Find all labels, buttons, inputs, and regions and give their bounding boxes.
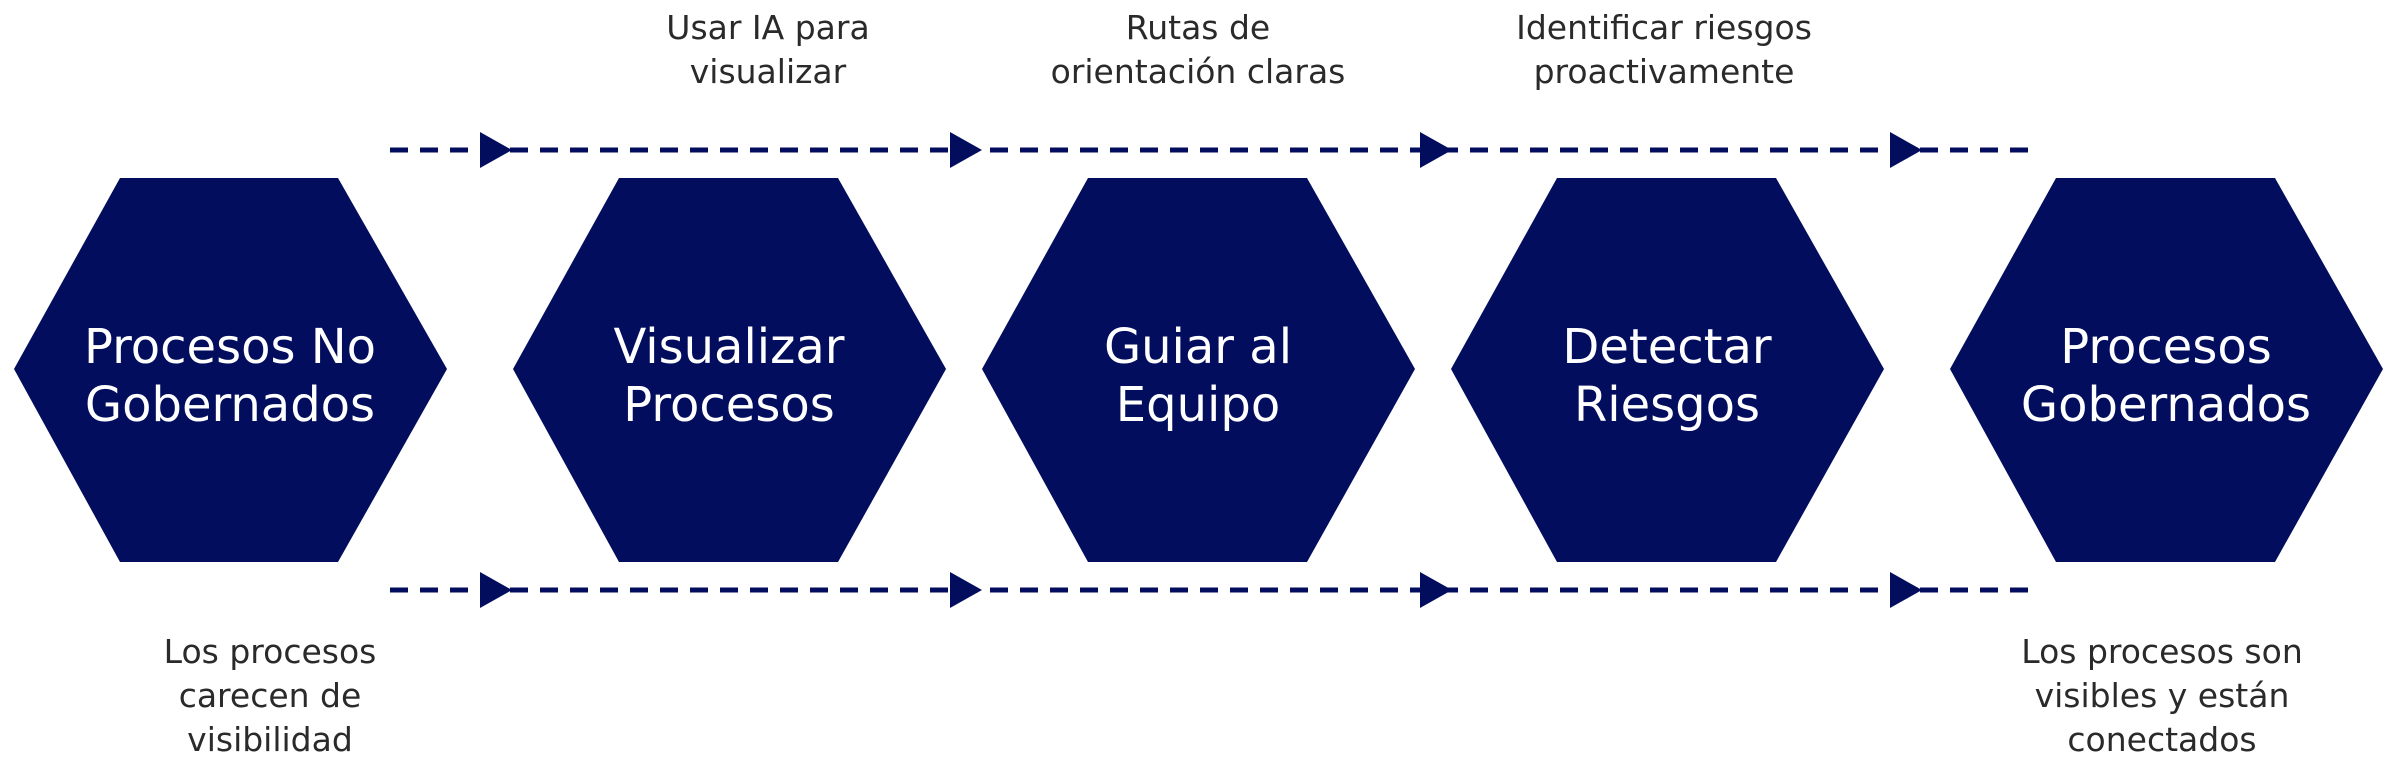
hexagon-procesos-no-gobernados: [14, 178, 447, 562]
stage-title-detectar-riesgos: Detectar Riesgos: [1562, 319, 1772, 433]
bottom-arrowhead-4: [1890, 572, 1922, 608]
stage-title-visualizar-procesos: Visualizar Procesos: [613, 319, 845, 433]
hexagon-detectar-riesgos: [1451, 178, 1884, 562]
stage-title-procesos-gobernados: Procesos Gobernados: [2020, 319, 2312, 433]
caption-procesos-carecen-visibilidad: Los procesos carecen de visibilidad: [163, 632, 377, 759]
top-arrowhead-1: [480, 132, 512, 168]
caption-identificar-riesgos: Identificar riesgos proactivamente: [1516, 8, 1812, 91]
stage-title-guiar-al-equipo: Guiar al Equipo: [1103, 319, 1293, 433]
bottom-arrowhead-3: [1420, 572, 1452, 608]
bottom-arrowhead-2: [950, 572, 982, 608]
bottom-arrowhead-1: [480, 572, 512, 608]
hexagon-guiar-al-equipo: [982, 178, 1415, 562]
hexagon-visualizar-procesos: [513, 178, 946, 562]
caption-rutas-de-orientacion: Rutas de orientación claras: [1050, 8, 1346, 91]
top-arrowhead-3: [1420, 132, 1452, 168]
hexagon-procesos-gobernados: [1950, 178, 2383, 562]
top-arrowhead-4: [1890, 132, 1922, 168]
caption-usar-ia: Usar IA para visualizar: [666, 8, 870, 91]
top-arrowhead-2: [950, 132, 982, 168]
stage-title-procesos-no-gobernados: Procesos No Gobernados: [84, 319, 376, 433]
caption-procesos-visibles-conectados: Los procesos son visibles y están conect…: [2021, 632, 2303, 759]
